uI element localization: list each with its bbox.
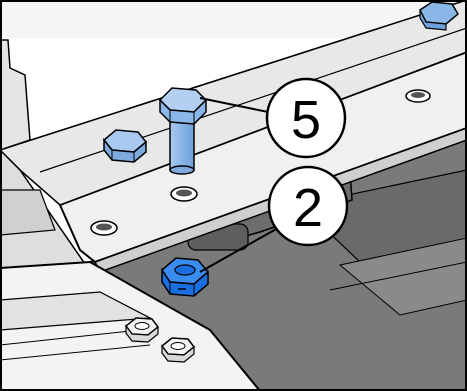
leader-line-5 xyxy=(199,97,269,113)
callout-number: 5 xyxy=(291,90,321,150)
lower-panel-step xyxy=(0,291,153,331)
plate-hole-inner xyxy=(176,189,192,197)
left-side-recess xyxy=(0,189,56,236)
hex-nut-grey xyxy=(124,317,160,343)
callout-number: 2 xyxy=(293,178,323,238)
hex-nut-top-right xyxy=(419,1,459,31)
lower-panel-line xyxy=(0,329,141,346)
floor-step xyxy=(338,237,467,316)
hex-bolt xyxy=(158,87,208,175)
callout-circle xyxy=(267,165,349,247)
lower-panel-line-2 xyxy=(0,344,151,361)
callout-circle xyxy=(265,77,347,159)
floor-slot xyxy=(298,169,467,263)
callout-2: 2 xyxy=(267,165,349,247)
leader-line-2 xyxy=(199,227,279,273)
left-bracket xyxy=(0,39,31,151)
top-wall xyxy=(0,0,467,38)
hex-nut-grey xyxy=(160,337,196,363)
callout-5: 5 xyxy=(265,77,347,159)
plate-hole-inner xyxy=(411,92,425,98)
hex-nut xyxy=(161,257,210,297)
hex-bolt-head-left xyxy=(102,129,148,163)
plate-hole-inner xyxy=(96,223,112,231)
floor-line xyxy=(329,261,467,291)
